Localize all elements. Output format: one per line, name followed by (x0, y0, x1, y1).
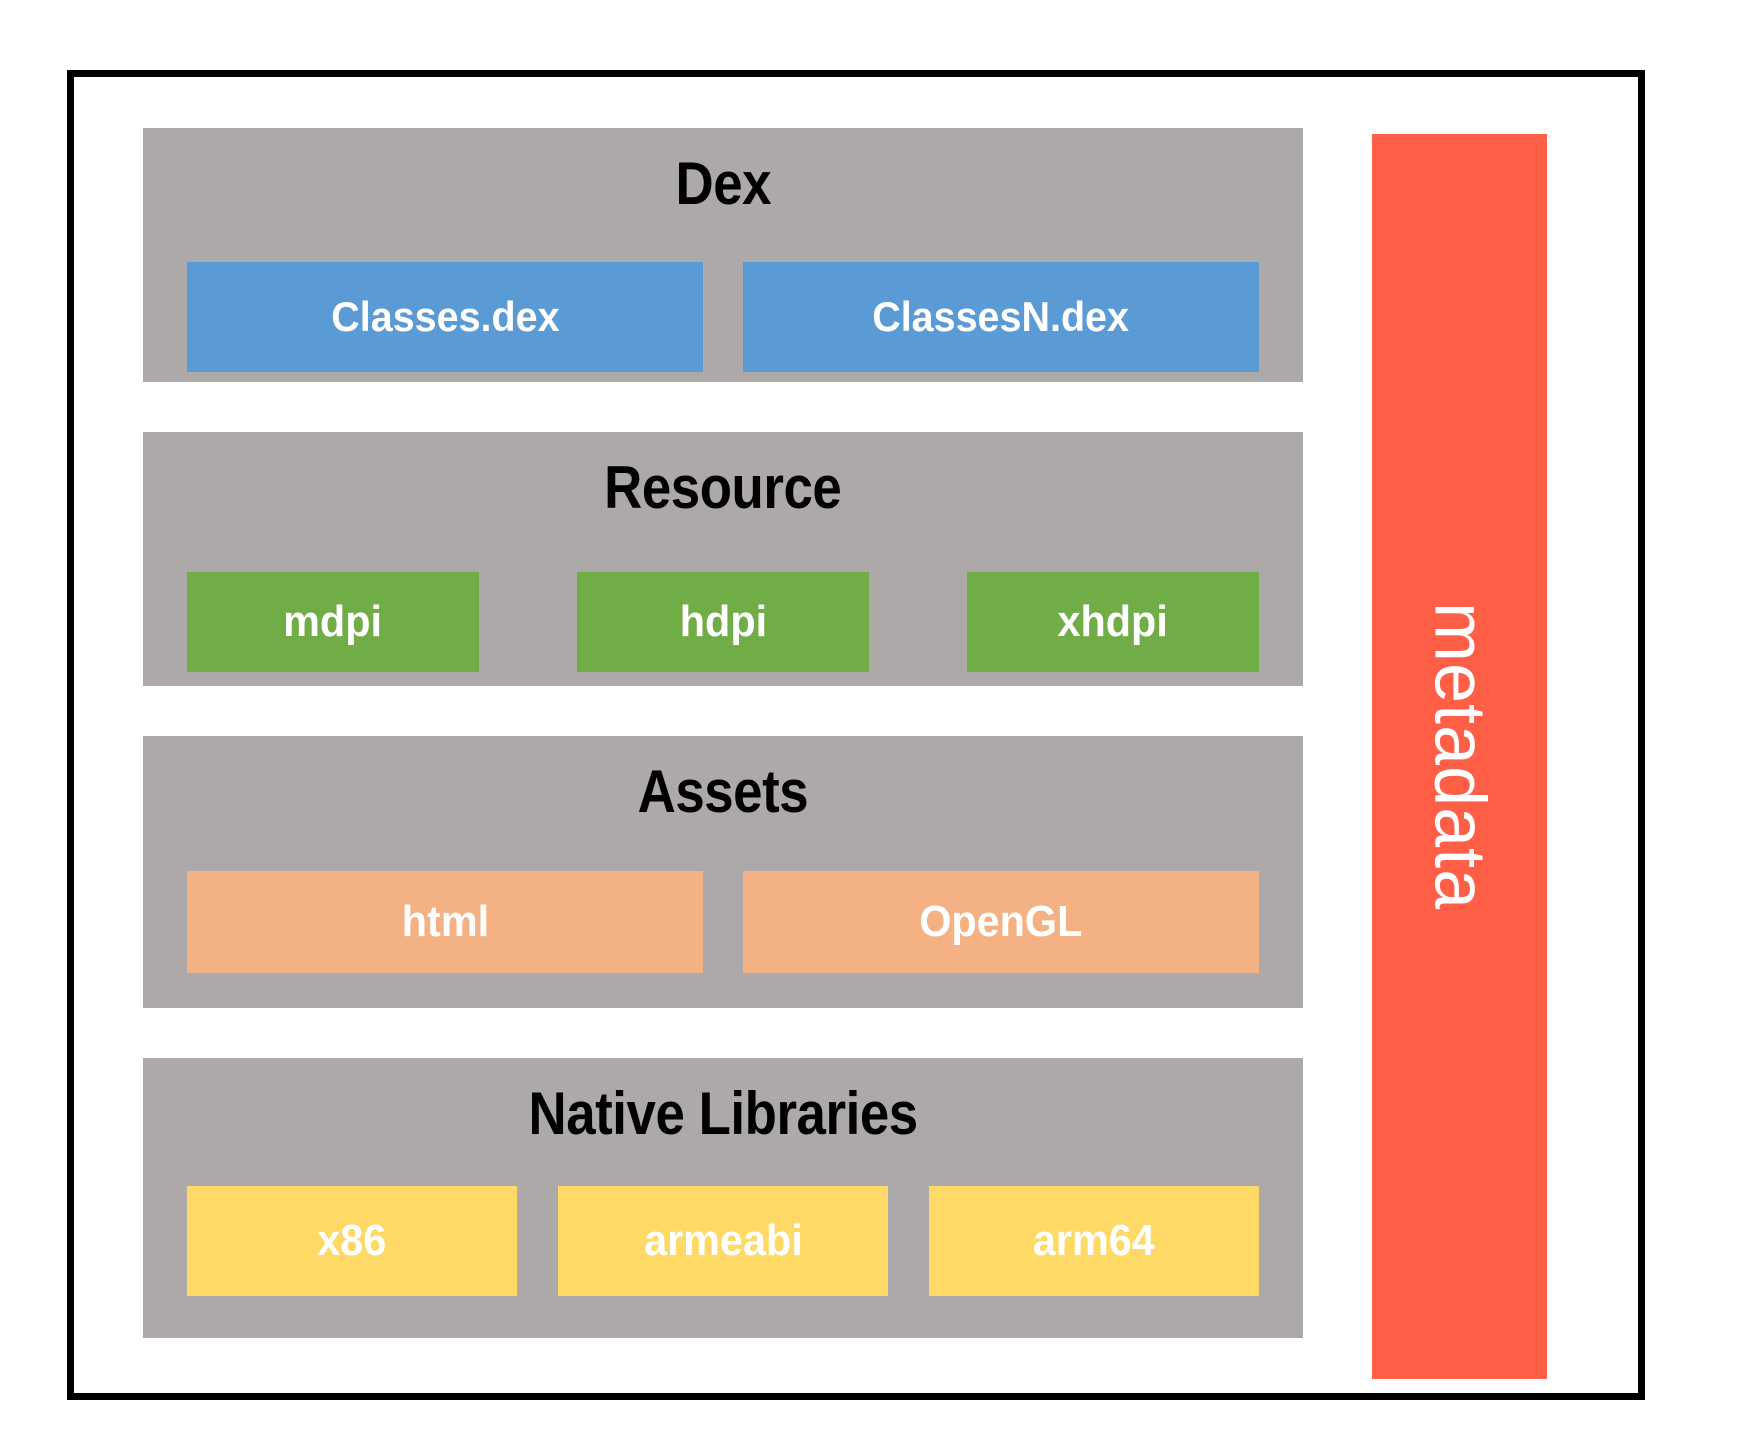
chip-label: armeabi (643, 1216, 803, 1265)
chips-row-resource: mdpi hdpi xhdpi (143, 572, 1303, 672)
metadata-label: metadata (1419, 602, 1500, 911)
chip-x86[interactable]: x86 (187, 1186, 517, 1296)
chip-classes-n-dex[interactable]: ClassesN.dex (743, 262, 1259, 372)
chip-label: OpenGL (919, 897, 1083, 946)
sections-column: Dex Classes.dex ClassesN.dex Resource md… (143, 128, 1303, 1338)
chip-html[interactable]: html (187, 871, 703, 973)
chip-label: x86 (317, 1216, 387, 1265)
chip-label: Classes.dex (330, 293, 560, 340)
section-title-resource: Resource (604, 454, 842, 521)
chip-label: ClassesN.dex (872, 293, 1130, 340)
section-panel-dex: Dex Classes.dex ClassesN.dex (143, 128, 1303, 382)
chip-label: html (401, 897, 489, 946)
section-panel-native-libraries: Native Libraries x86 armeabi arm64 (143, 1058, 1303, 1338)
section-panel-assets: Assets html OpenGL (143, 736, 1303, 1008)
chip-label: mdpi (283, 597, 383, 646)
chip-arm64[interactable]: arm64 (929, 1186, 1259, 1296)
chip-opengl[interactable]: OpenGL (743, 871, 1259, 973)
chip-mdpi[interactable]: mdpi (187, 572, 479, 672)
chip-xhdpi[interactable]: xhdpi (967, 572, 1259, 672)
section-panel-resource: Resource mdpi hdpi xhdpi (143, 432, 1303, 686)
section-title-native-libraries: Native Libraries (528, 1080, 918, 1147)
chips-row-assets: html OpenGL (143, 871, 1303, 973)
section-title-dex: Dex (675, 150, 771, 217)
metadata-bar[interactable]: metadata (1372, 134, 1547, 1379)
chip-label: arm64 (1033, 1216, 1155, 1265)
chips-row-native-libraries: x86 armeabi arm64 (143, 1186, 1303, 1296)
diagram-frame: Dex Classes.dex ClassesN.dex Resource md… (67, 70, 1645, 1400)
chip-hdpi[interactable]: hdpi (577, 572, 869, 672)
chip-classes-dex[interactable]: Classes.dex (187, 262, 703, 372)
chip-label: hdpi (679, 597, 767, 646)
section-title-assets: Assets (637, 758, 809, 825)
chip-armeabi[interactable]: armeabi (558, 1186, 888, 1296)
chips-row-dex: Classes.dex ClassesN.dex (143, 262, 1303, 372)
chip-label: xhdpi (1057, 597, 1169, 646)
